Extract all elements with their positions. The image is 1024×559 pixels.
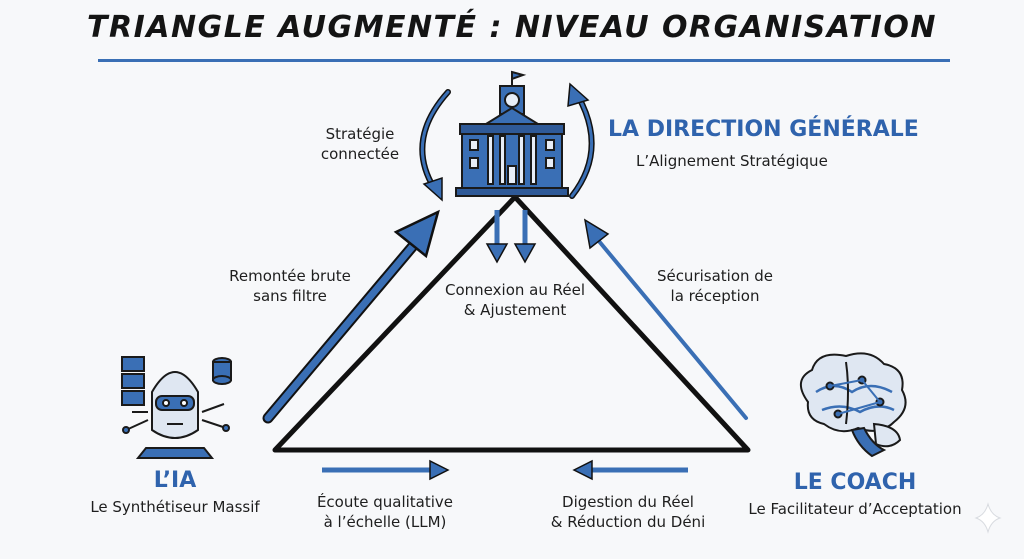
robot-icon [121,356,232,459]
label-ecoute: Écoute qualitative à l’échelle (LLM) [290,492,480,532]
label-connexion-line1: Connexion au Réel [445,281,585,299]
node-direction-subtitle: L’Alignement Stratégique [636,152,828,170]
triangle-outline [272,194,751,453]
label-digestion: Digestion du Réel & Réduction du Déni [528,492,728,532]
label-strategie-line1: Stratégie [325,125,395,143]
label-ecoute-line2: à l’échelle (LLM) [323,513,447,531]
label-remontee: Remontée brute sans filtre [200,266,380,306]
page-title: TRIANGLE AUGMENTÉ : NIVEAU ORGANISATION [87,10,937,45]
building-icon [455,70,569,197]
arrow-ecoute [322,459,450,481]
label-strategie: Stratégie connectée [300,124,420,164]
node-direction-title: LA DIRECTION GÉNÉRALE [608,117,919,142]
label-remontee-line2: sans filtre [253,287,327,305]
arrow-retour-direction [567,82,595,199]
arrow-remontee [262,209,440,424]
arrow-digestion [572,459,688,481]
label-remontee-line1: Remontée brute [229,267,351,285]
title-underline [98,59,950,62]
label-securisation-line2: la réception [670,287,760,305]
node-ia-subtitle: Le Synthétiseur Massif [90,498,260,516]
label-securisation-line1: Sécurisation de [656,267,774,285]
arrow-securisation [583,218,748,420]
arrow-strategie [419,89,451,202]
brain-icon [800,352,907,458]
label-digestion-line2: & Réduction du Déni [550,513,706,531]
label-strategie-line2: connectée [320,145,400,163]
node-ia-title: L’IA [153,468,197,493]
label-securisation: Sécurisation de la réception [630,266,800,306]
node-coach-title: LE COACH [793,470,917,495]
node-coach-subtitle: Le Facilitateur d’Acceptation [748,500,962,518]
arrows-connexion [485,210,537,264]
label-connexion-line2: & Ajustement [463,301,567,319]
label-ecoute-line1: Écoute qualitative [316,493,454,511]
label-digestion-line1: Digestion du Réel [562,493,694,511]
label-connexion: Connexion au Réel & Ajustement [420,280,610,320]
sparkle-icon [974,502,1002,534]
